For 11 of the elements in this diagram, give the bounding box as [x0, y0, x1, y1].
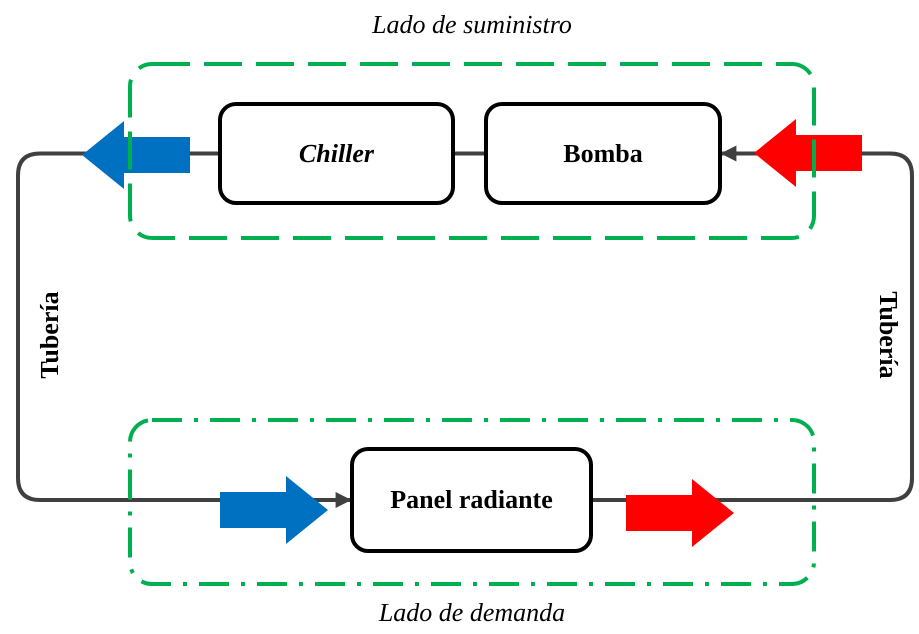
- box-label: Panel radiante: [390, 484, 553, 516]
- pipe-connector: [593, 119, 914, 547]
- process-box: [484, 102, 722, 205]
- group-label: Lado de suministro: [372, 10, 572, 40]
- box-label: Chiller: [298, 138, 374, 170]
- process-box: [218, 102, 455, 205]
- group-label: Lado de demanda: [378, 598, 566, 628]
- process-box: [350, 447, 593, 553]
- pipe-connector: [455, 152, 484, 156]
- box-label: Bomba: [563, 138, 643, 170]
- pipe-connector: [16, 121, 352, 544]
